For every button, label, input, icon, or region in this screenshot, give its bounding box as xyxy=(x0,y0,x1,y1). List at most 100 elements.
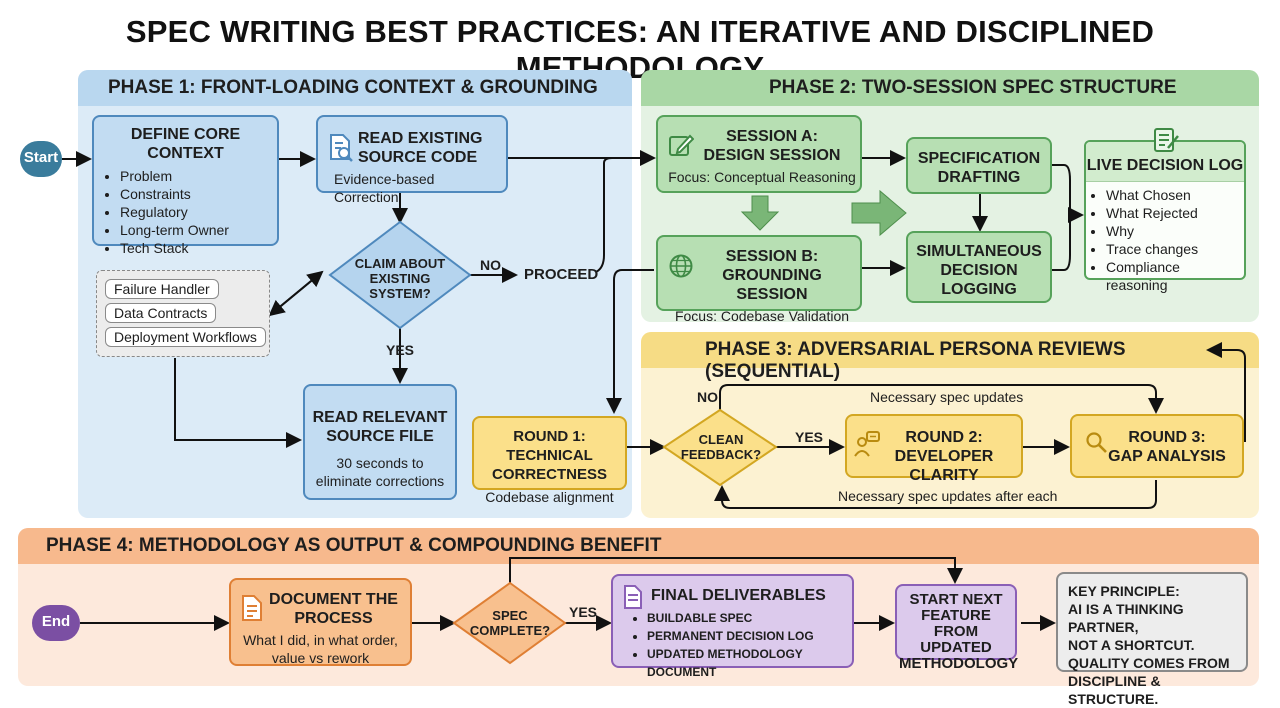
document-sub-2: value vs rework xyxy=(271,650,370,666)
document-search-icon xyxy=(328,133,354,168)
next-feature-line-2: FEATURE FROM xyxy=(921,607,991,640)
phase2-header: PHASE 2: TWO-SESSION SPEC STRUCTURE xyxy=(641,70,1259,106)
spec-complete-line-1: SPEC xyxy=(492,608,528,623)
proceed-label: PROCEED xyxy=(524,266,599,283)
read-existing-subtitle: Evidence-based Correction xyxy=(334,171,435,205)
session-b-box: SESSION B: GROUNDING SESSION Focus: Code… xyxy=(656,235,862,324)
list-item: Long-term Owner xyxy=(120,221,269,239)
list-item: Regulatory xyxy=(120,203,269,221)
list-item: Why xyxy=(1106,222,1244,240)
claim-decision: CLAIM ABOUT EXISTING SYSTEM? xyxy=(340,256,460,301)
decision-log-header: LIVE DECISION LOG xyxy=(1086,142,1244,182)
principle-line-2: AI IS A THINKING PARTNER, xyxy=(1068,601,1184,635)
specification-drafting-box: SPECIFICATION DRAFTING xyxy=(906,137,1052,194)
read-existing-source-box: READ EXISTING SOURCE CODE Evidence-based… xyxy=(316,115,508,205)
document-title-1: DOCUMENT THE xyxy=(269,591,398,608)
claim-yes-label: YES xyxy=(386,342,415,358)
list-item: Tech Stack xyxy=(120,239,269,257)
person-chat-icon xyxy=(853,430,881,463)
principle-line-5: DISCIPLINE & STRUCTURE. xyxy=(1068,673,1161,707)
logging-line-2: DECISION xyxy=(940,262,1018,279)
round1-title-2: CORRECTNESS xyxy=(491,466,607,483)
core-context-title: DEFINE CORE CONTEXT xyxy=(130,126,241,162)
spec-complete-decision: SPEC COMPLETE? xyxy=(465,608,555,638)
read-existing-title-2: SOURCE CODE xyxy=(358,149,478,166)
list-item: What Rejected xyxy=(1106,204,1244,222)
spec-complete-line-2: COMPLETE? xyxy=(469,623,551,638)
clean-no-label: NO xyxy=(697,389,718,405)
context-item-deployment-workflows: Deployment Workflows xyxy=(105,327,266,347)
read-relevant-source-box: READ RELEVANT SOURCE FILE 30 seconds to … xyxy=(303,384,457,500)
round1-box: ROUND 1: TECHNICAL CORRECTNESS Codebase … xyxy=(472,416,627,505)
clean-feedback-decision: CLEAN FEEDBACK? xyxy=(676,432,766,462)
page-title: SPEC WRITING BEST PRACTICES: AN ITERATIV… xyxy=(125,14,1155,85)
spec-complete-yes-label: YES xyxy=(569,604,598,620)
claim-line-3: SYSTEM? xyxy=(369,286,431,301)
live-decision-log-box: LIVE DECISION LOG What Chosen What Rejec… xyxy=(1084,128,1246,293)
phase1-header: PHASE 1: FRONT-LOADING CONTEXT & GROUNDI… xyxy=(78,70,632,106)
magnifier-icon xyxy=(1084,430,1108,459)
pencil-icon xyxy=(668,133,695,164)
spec-drafting-line-1: SPECIFICATION xyxy=(917,150,1041,167)
document-process-box: DOCUMENT THE PROCESS What I did, in what… xyxy=(229,578,412,666)
clean-line-2: FEEDBACK? xyxy=(680,447,762,462)
session-a-title-2: DESIGN SESSION xyxy=(703,147,841,164)
spec-drafting-line-2: DRAFTING xyxy=(937,169,1021,186)
document-sub-1: What I did, in what order, xyxy=(243,632,398,648)
start-node: Start xyxy=(20,141,62,177)
principle-line-3: NOT A SHORTCUT. xyxy=(1068,637,1195,653)
session-b-focus: Focus: Codebase Validation xyxy=(674,308,850,324)
read-relevant-sub-1: 30 seconds to xyxy=(336,455,424,471)
list-item: Compliance reasoning xyxy=(1106,258,1244,294)
principle-line-1: KEY PRINCIPLE: xyxy=(1068,583,1180,599)
document-icon xyxy=(623,584,643,615)
decision-log-title: LIVE DECISION LOG xyxy=(1086,157,1244,174)
final-deliverables-box: FINAL DELIVERABLES BUILDABLE SPEC PERMAN… xyxy=(611,574,854,679)
next-feature-line-4: METHODOLOGY xyxy=(899,655,1019,672)
list-item: Constraints xyxy=(120,185,269,203)
decision-log-list: What Chosen What Rejected Why Trace chan… xyxy=(1086,186,1244,294)
session-a-box: SESSION A: DESIGN SESSION Focus: Concept… xyxy=(656,115,862,193)
session-b-title-1: SESSION B: xyxy=(725,248,819,265)
next-feature-line-3: UPDATED xyxy=(920,639,992,656)
start-next-feature-box: START NEXT FEATURE FROM UPDATED METHODOL… xyxy=(895,584,1018,672)
round2-box: ROUND 2: DEVELOPER CLARITY xyxy=(845,414,1023,484)
clean-yes-label: YES xyxy=(795,429,824,445)
claim-line-2: EXISTING xyxy=(369,271,431,286)
define-core-context-box: DEFINE CORE CONTEXT Problem Constraints … xyxy=(92,115,279,256)
round2-title-2: DEVELOPER CLARITY xyxy=(894,448,994,484)
logging-line-3: LOGGING xyxy=(941,281,1017,298)
list-item: What Chosen xyxy=(1106,186,1244,204)
updates-bottom-note: Necessary spec updates after each xyxy=(838,488,1058,504)
claim-no-label: NO xyxy=(480,257,501,273)
core-context-list: Problem Constraints Regulatory Long-term… xyxy=(102,167,269,257)
notepad-icon xyxy=(1152,126,1180,159)
list-item: Trace changes xyxy=(1106,240,1244,258)
session-b-title-2: GROUNDING SESSION xyxy=(722,267,822,303)
session-a-focus: Focus: Conceptual Reasoning xyxy=(668,169,856,185)
round1-title-1: ROUND 1: TECHNICAL xyxy=(506,428,593,464)
globe-icon xyxy=(668,253,694,284)
list-item: Problem xyxy=(120,167,269,185)
end-node: End xyxy=(32,605,80,641)
updates-top-note: Necessary spec updates xyxy=(870,389,1024,405)
principle-line-4: QUALITY COMES FROM xyxy=(1068,655,1230,671)
read-relevant-sub-2: eliminate corrections xyxy=(315,473,445,489)
logging-line-1: SIMULTANEOUS xyxy=(916,243,1042,260)
list-item: BUILDABLE SPEC xyxy=(647,609,846,627)
phase3-header: PHASE 3: ADVERSARIAL PERSONA REVIEWS (SE… xyxy=(641,332,1259,382)
round2-title-1: ROUND 2: xyxy=(905,429,983,446)
next-feature-line-1: START NEXT xyxy=(909,591,1003,608)
key-principle-box: KEY PRINCIPLE: AI IS A THINKING PARTNER,… xyxy=(1056,572,1248,707)
claim-line-1: CLAIM ABOUT xyxy=(354,256,446,271)
clean-line-1: CLEAN xyxy=(698,432,744,447)
context-item-data-contracts: Data Contracts xyxy=(105,303,217,323)
document-icon xyxy=(241,594,263,627)
document-title-2: PROCESS xyxy=(294,610,373,627)
deliverables-title: FINAL DELIVERABLES xyxy=(651,587,826,604)
context-items-group: Failure Handler Data Contracts Deploymen… xyxy=(96,270,270,357)
read-relevant-title-1: READ RELEVANT xyxy=(312,409,448,426)
round3-box: ROUND 3: GAP ANALYSIS xyxy=(1070,414,1244,478)
list-item: PERMANENT DECISION LOG xyxy=(647,627,846,645)
simultaneous-logging-box: SIMULTANEOUS DECISION LOGGING xyxy=(906,231,1052,303)
